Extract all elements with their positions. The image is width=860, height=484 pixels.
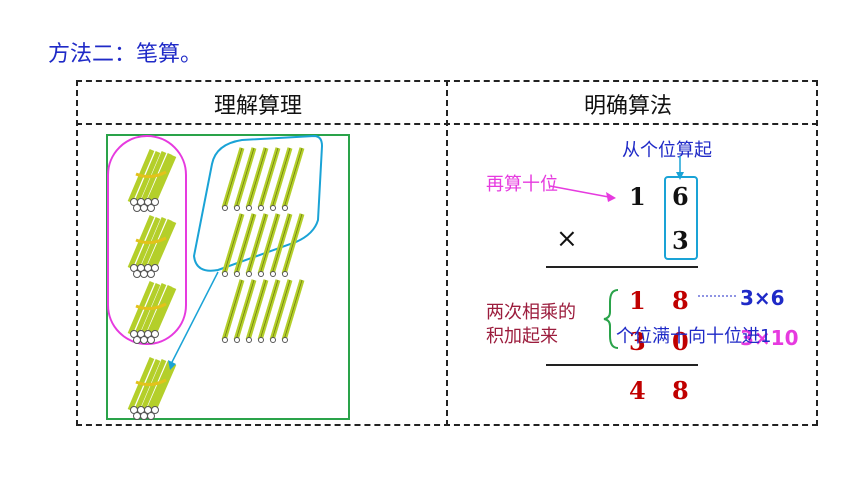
- carry-note: 个位满十向十位进1: [616, 326, 772, 347]
- multiplier: 3: [672, 226, 689, 255]
- sum-note-line-1: 两次相乘的: [486, 302, 576, 323]
- partial1-ones: 8: [672, 286, 689, 315]
- times-sign: ×: [556, 224, 578, 254]
- bundle-2: [130, 216, 174, 278]
- ones-column-highlight: [664, 176, 698, 260]
- partial1-note: 3×6: [740, 286, 785, 310]
- second-rule: [546, 364, 698, 366]
- partial1-tens: 1: [629, 286, 646, 315]
- start-from-ones-note: 从个位算起: [622, 140, 712, 161]
- then-tens-note: 再算十位: [486, 174, 558, 195]
- bundle-3: [130, 282, 174, 344]
- header-understand-principle: 理解算理: [214, 94, 303, 119]
- bundle-1: [130, 150, 174, 212]
- brace-icon: [603, 289, 619, 349]
- multiplicand-tens: 1: [629, 182, 646, 211]
- six-sticks-1: [223, 148, 303, 211]
- partial2-note: 3×10: [740, 326, 799, 350]
- multiplicand-ones: 6: [672, 182, 689, 211]
- partial2-ones: 0: [672, 327, 689, 356]
- tens-arrow: [549, 185, 616, 202]
- sticks-illustration: [107, 134, 324, 426]
- table-divider-vertical: [446, 80, 448, 426]
- six-sticks-3: [223, 280, 303, 343]
- sum-note-line-2: 积加起来: [486, 326, 558, 347]
- header-algorithm: 明确算法: [584, 94, 673, 119]
- result-tens: 4: [629, 376, 646, 405]
- six-sticks-2: [223, 214, 303, 277]
- partial2-tens: 3: [629, 327, 646, 356]
- bundle-result: [130, 358, 174, 420]
- result-ones: 8: [672, 376, 689, 405]
- page-title: 方法二：笔算。: [48, 42, 203, 67]
- first-rule: [546, 266, 698, 268]
